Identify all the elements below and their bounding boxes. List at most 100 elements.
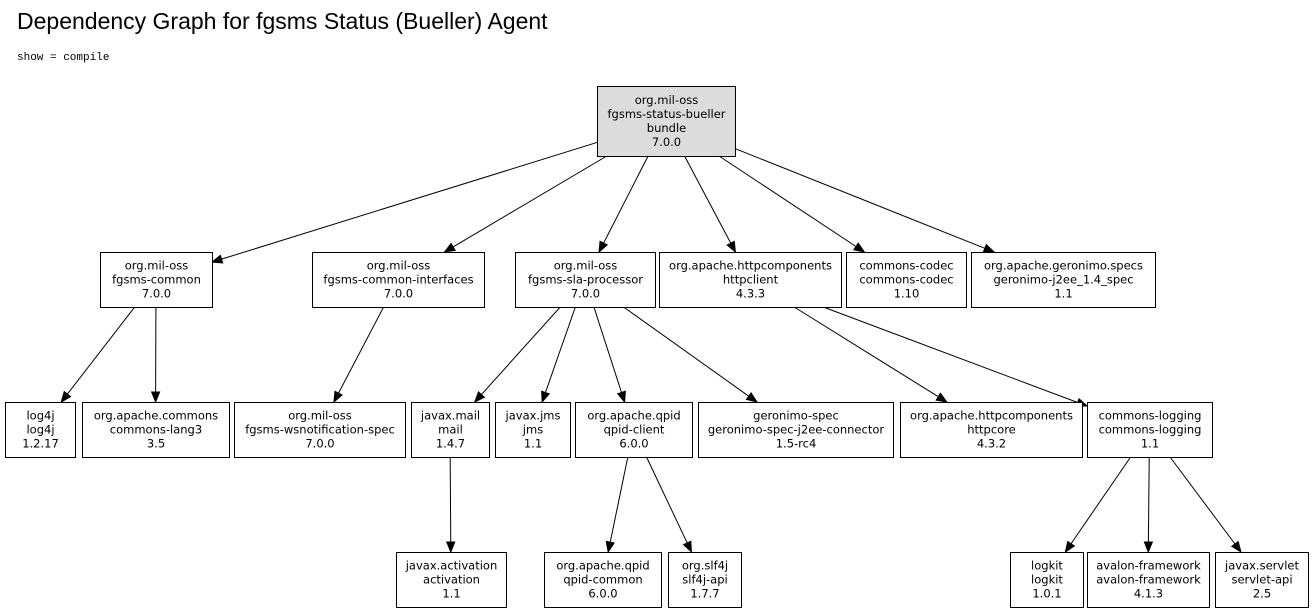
node-label-line: 1.5-rc4 [776, 437, 817, 451]
node-label-line: org.apache.httpcomponents [669, 259, 832, 273]
node-box [100, 252, 213, 308]
node-label-line: org.mil-oss [554, 259, 618, 273]
edge-qpid-client-to-slf4j-api [646, 456, 688, 544]
node-box [1087, 402, 1213, 458]
arrowhead-logkit [1064, 540, 1076, 554]
arrowhead-log4j [60, 390, 72, 404]
edge-httpclient-to-commons-logging [823, 306, 1078, 403]
node-label-line: fgsms-status-bueller [607, 107, 725, 121]
node-label-line: logkit [1031, 559, 1063, 573]
node-box [411, 402, 490, 458]
node-label-line: 7.0.0 [142, 287, 171, 301]
page-subtitle: show = compile [17, 52, 110, 64]
edge-root-to-geronimo-j2ee [734, 148, 986, 249]
node-box [5, 402, 76, 458]
node-label-line: 1.1 [442, 587, 460, 601]
node-box [668, 552, 742, 608]
node-label-line: org.mil-oss [367, 259, 431, 273]
arrowhead-avalon-framework [1143, 541, 1154, 554]
edge-fgsms-sla-processor-to-qpid-client [593, 306, 623, 393]
edge-commons-logging-to-logkit [1070, 456, 1132, 545]
arrowhead-fgsms-sla-processor [598, 240, 609, 254]
node-box [1215, 552, 1309, 608]
node-box [698, 402, 894, 458]
arrowhead-mail [473, 391, 486, 404]
arrowhead-fgsms-common [210, 254, 224, 264]
node-label-line: slf4j-api [682, 573, 727, 587]
node-label-line: javax.mail [420, 409, 480, 423]
node-label-line: mail [438, 423, 463, 437]
arrowhead-httpcore [935, 392, 948, 403]
node-label-line: avalon-framework [1096, 559, 1201, 573]
node-label-line: 1.1 [524, 437, 542, 451]
node-label-line: 7.0.0 [384, 287, 413, 301]
node-label-line: httpclient [723, 273, 779, 287]
node-label-line: httpcore [967, 423, 1016, 437]
node-geronimo-j2ee: org.apache.geronimo.specsgeronimo-j2ee_1… [971, 252, 1156, 308]
arrowhead-jms [541, 390, 551, 404]
node-label-line: org.apache.qpid [587, 409, 680, 423]
node-label-line: 4.3.2 [977, 437, 1006, 451]
edge-fgsms-common-to-log4j [66, 306, 136, 395]
node-label-line: geronimo-spec-j2ee-connector [708, 423, 885, 437]
node-label-line: javax.servlet [1224, 559, 1299, 573]
arrowhead-qpid-client [616, 390, 626, 404]
node-label-line: 1.2.17 [22, 437, 59, 451]
edge-mail-to-activation [449, 456, 452, 543]
node-label-line: org.apache.httpcomponents [910, 409, 1073, 423]
node-label-line: org.mil-oss [288, 409, 352, 423]
node-label-line: commons-logging [1099, 423, 1202, 437]
edge-fgsms-common-interfaces-to-fgsms-wsnotification-spec [338, 306, 385, 394]
node-label-line: jms [522, 423, 543, 437]
node-label-line: 2.5 [1253, 587, 1271, 601]
edge-root-to-fgsms-common [221, 141, 598, 260]
node-fgsms-wsnotification-spec: org.mil-ossfgsms-wsnotification-spec7.0.… [234, 402, 406, 458]
node-label-line: 7.0.0 [571, 287, 600, 301]
node-label-line: bundle [647, 121, 686, 135]
node-box [515, 252, 656, 308]
edge-fgsms-sla-processor-to-geronimo-connector [623, 306, 750, 397]
node-label-line: org.apache.commons [94, 409, 218, 423]
arrowhead-fgsms-wsnotification-spec [333, 390, 343, 404]
node-label-line: 1.1 [1054, 287, 1072, 301]
edge-httpclient-to-httpcore [793, 306, 939, 398]
node-label-line: javax.jms [505, 409, 561, 423]
node-label-line: commons-lang3 [110, 423, 202, 437]
node-label-line: avalon-framework [1096, 573, 1201, 587]
node-label-line: commons-logging [1099, 409, 1202, 423]
arrowhead-activation [446, 541, 456, 554]
node-box [1087, 552, 1210, 608]
node-box [495, 402, 571, 458]
edge-fgsms-sla-processor-to-mail [481, 306, 561, 395]
node-label-line: 6.0.0 [588, 587, 617, 601]
node-label-line: org.apache.geronimo.specs [984, 259, 1143, 273]
arrowhead-commons-codec [852, 242, 866, 253]
node-label-line: commons-codec [859, 273, 953, 287]
node-label-line: 7.0.0 [305, 437, 334, 451]
edge-root-to-httpclient [684, 155, 732, 244]
node-label-line: activation [423, 573, 480, 587]
node-box [234, 402, 406, 458]
node-label-line: fgsms-sla-processor [528, 273, 643, 287]
node-label-line: qpid-common [563, 573, 642, 587]
node-label-line: log4j [26, 423, 54, 437]
arrowhead-geronimo-j2ee [982, 243, 996, 253]
node-label-line: 6.0.0 [619, 437, 648, 451]
node-label-line: 1.1 [1141, 437, 1159, 451]
edge-root-to-fgsms-sla-processor [603, 155, 649, 244]
node-box [971, 252, 1156, 308]
node-label-line: javax.activation [405, 559, 498, 573]
node-label-line: 1.10 [894, 287, 920, 301]
node-label-line: qpid-client [604, 423, 665, 437]
arrowhead-httpclient [726, 240, 737, 254]
